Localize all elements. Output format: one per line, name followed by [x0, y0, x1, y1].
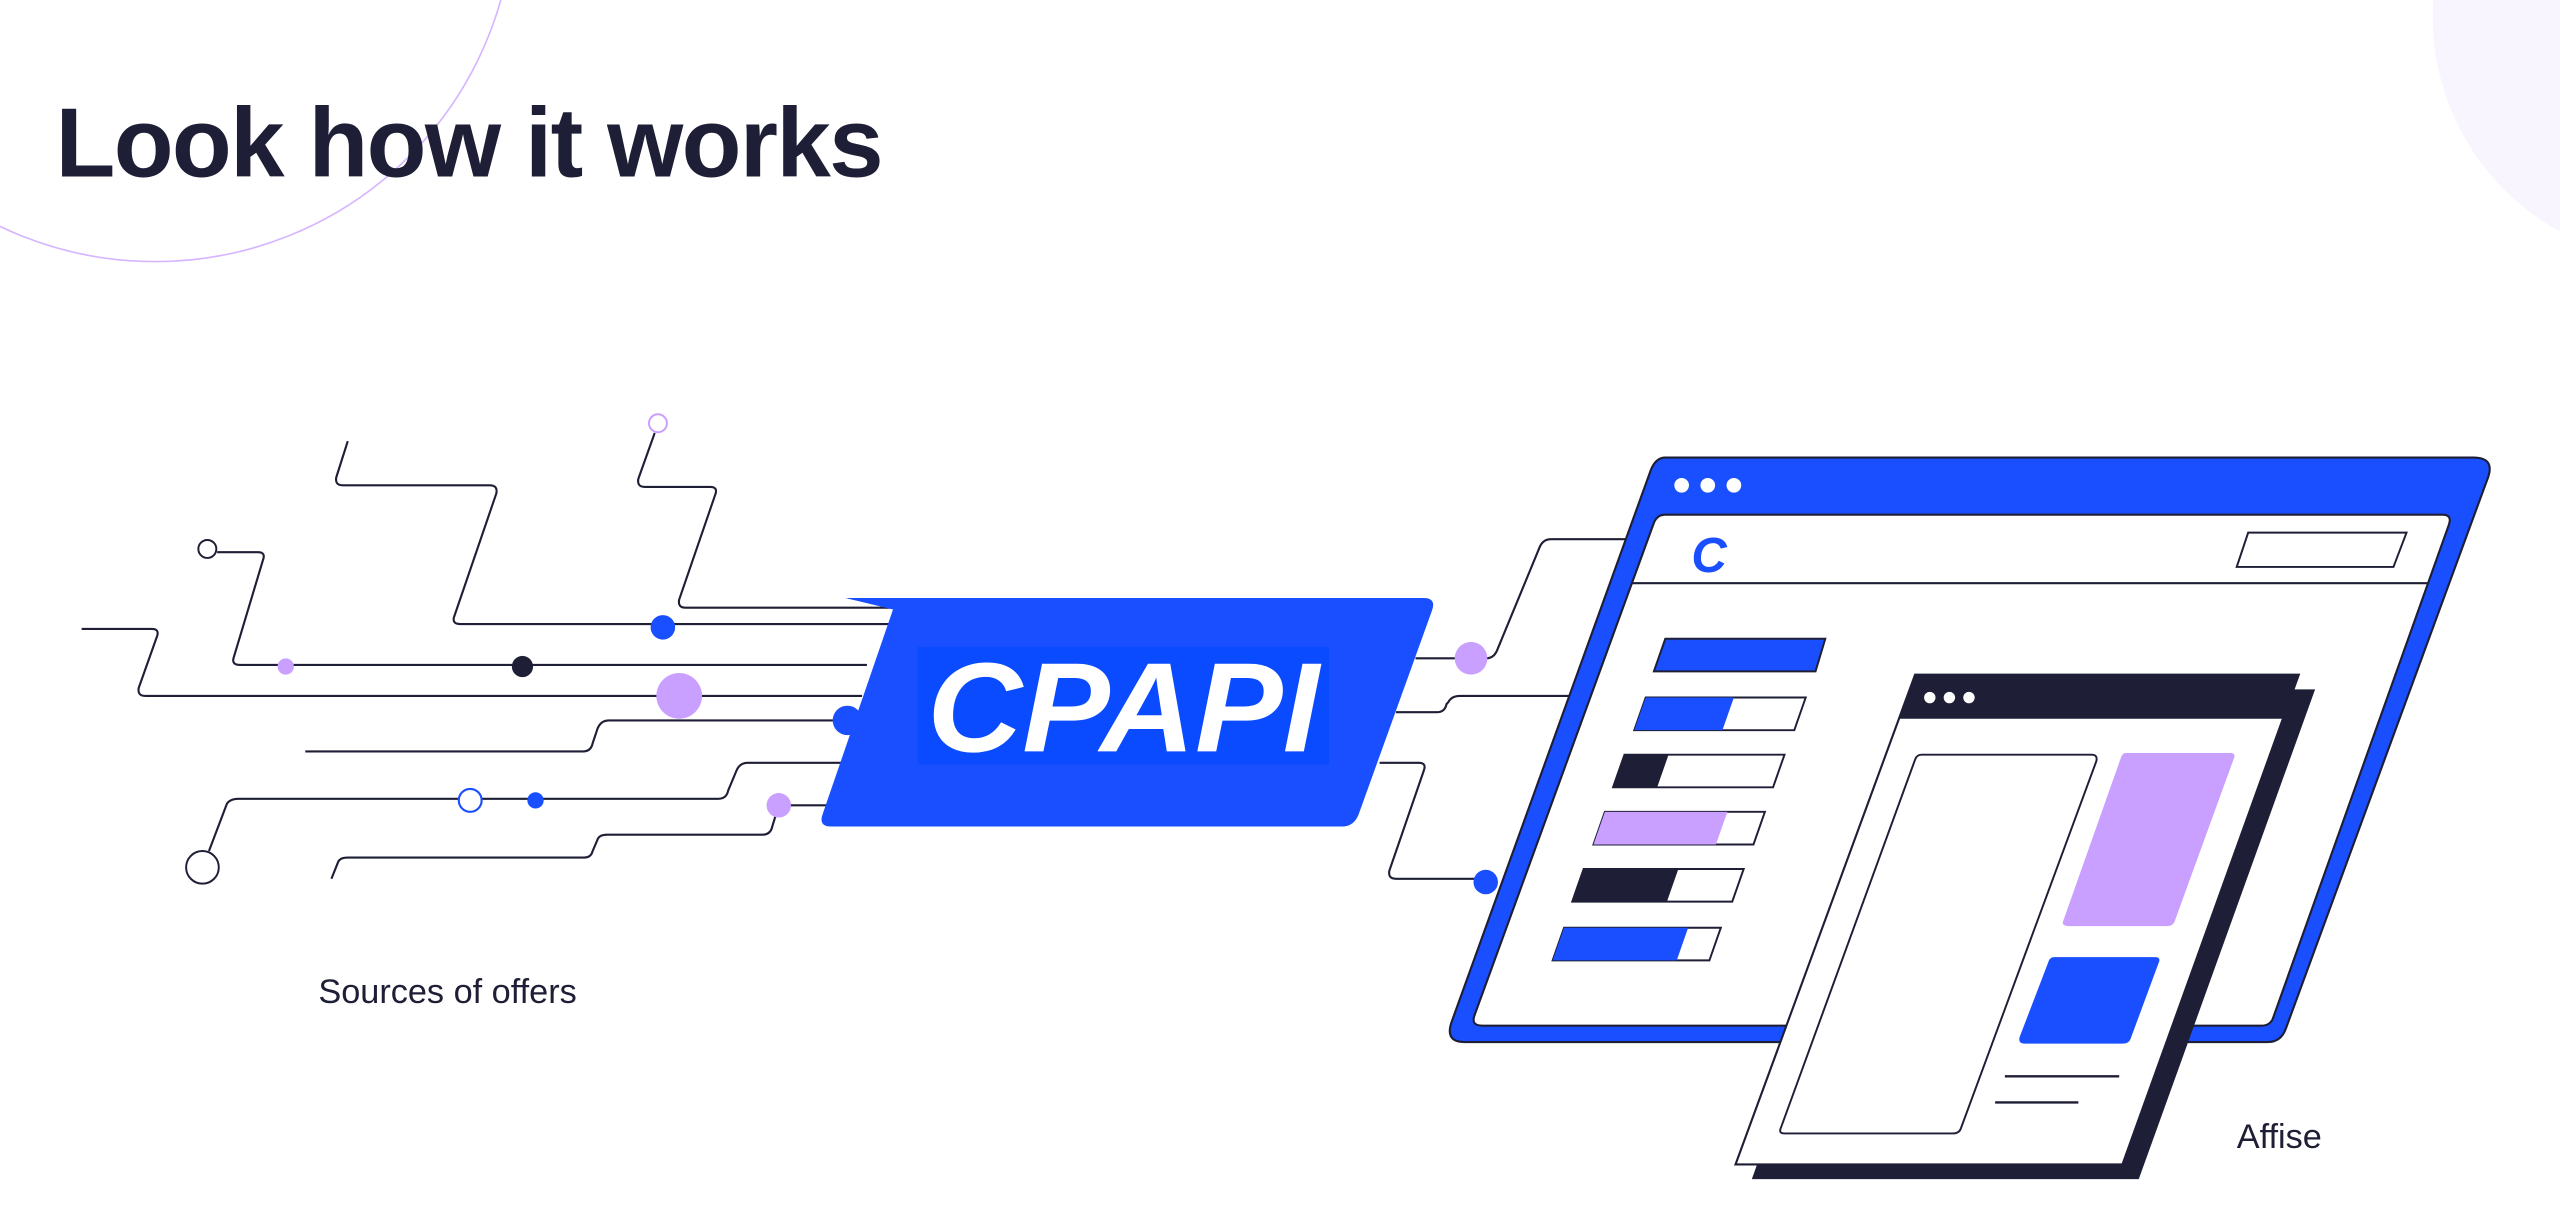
window-dot-icon	[1963, 691, 1975, 704]
cpapi-hub: CPAPI	[821, 597, 1434, 827]
destination-connections	[1379, 538, 1633, 895]
window-dot-icon	[1700, 477, 1716, 493]
source-connections	[81, 413, 895, 885]
window-dot-icon	[1726, 477, 1742, 493]
decorative-corner-shape	[2432, 0, 2560, 232]
app-logo: C	[1691, 529, 1727, 583]
window-dot-icon	[1943, 691, 1956, 704]
decorative-arc	[0, 0, 502, 263]
window-dot-icon	[1674, 477, 1689, 493]
offer-bars	[1551, 637, 1827, 962]
window-dot-icon	[1924, 691, 1936, 704]
page-title: Look how it works	[56, 88, 883, 198]
offer-detail-window	[1733, 673, 2316, 1180]
affise-label: Affise	[2237, 1118, 2322, 1156]
search-input	[2235, 531, 2408, 568]
cpapi-logo: CPAPI	[927, 636, 1322, 778]
sources-label: Sources of offers	[318, 973, 576, 1011]
